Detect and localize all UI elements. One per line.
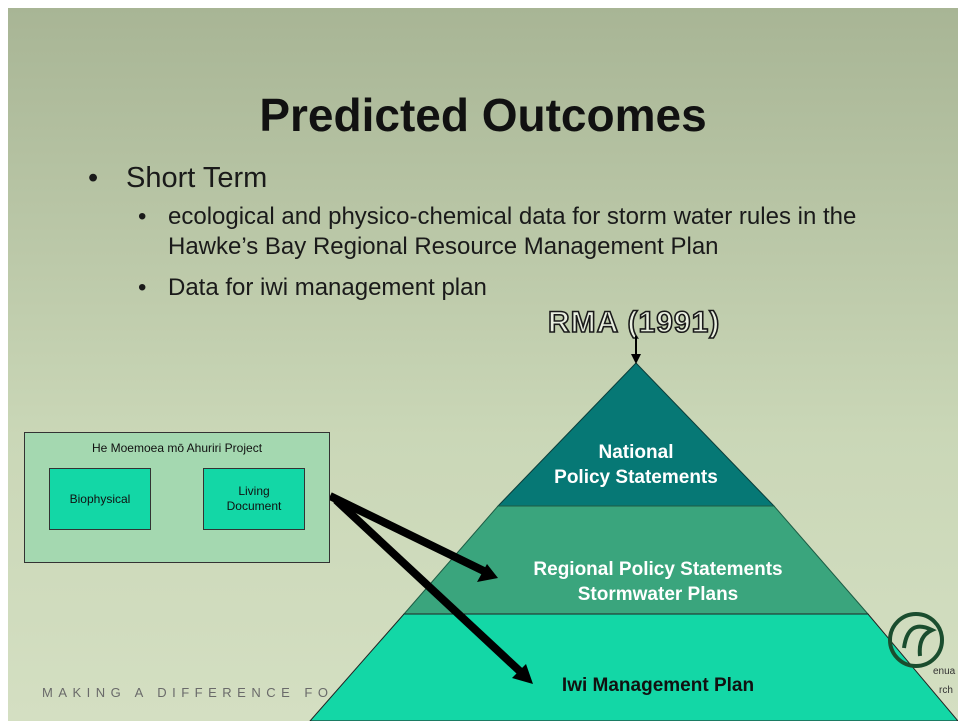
arrow-to-regional	[328, 492, 492, 578]
pyramid-level-iwi	[309, 613, 958, 721]
logo-text-2: rch	[939, 685, 953, 696]
level-national-line1: National	[598, 442, 674, 463]
biophysical-box: Biophysical	[49, 468, 151, 530]
living-document-line1: Living	[238, 484, 270, 498]
level-national-label: National Policy Statements	[518, 440, 754, 490]
logo-text-1: enua	[933, 666, 956, 677]
sub-bullet-dot: •	[138, 203, 147, 230]
biophysical-label: Biophysical	[69, 491, 131, 506]
pyramid-diagram	[97, 336, 958, 721]
living-document-line2: Document	[226, 499, 282, 513]
sub-bullet-dot: •	[138, 274, 147, 301]
project-title: He Moemoea mō Ahuriri Project	[91, 441, 263, 455]
level-iwi-label: Iwi Management Plan	[528, 673, 788, 698]
arrow-to-iwi	[333, 497, 528, 679]
level-regional-label: Regional Policy Statements Stormwater Pl…	[498, 557, 818, 607]
level-iwi-line1: Iwi Management Plan	[561, 675, 755, 696]
sub-bullet-text: ecological and physico-chemical data for…	[168, 203, 857, 260]
living-document-box: Living Document	[203, 468, 305, 530]
slide-title: Predicted Outcomes	[259, 89, 707, 141]
footer-tagline: MAKING A DIFFERENCE FO	[42, 685, 334, 700]
rma-label: RMA (1991)	[547, 305, 721, 340]
logo-swirl	[888, 612, 944, 668]
level-regional-line2: Stormwater Plans	[577, 584, 739, 605]
slide: Predicted Outcomes • Short Term • ecolog…	[8, 8, 958, 721]
level-national-line2: Policy Statements	[554, 467, 718, 488]
project-panel: He Moemoea mō Ahuriri Project Biophysica…	[24, 432, 330, 563]
rma-arrowhead	[631, 354, 641, 364]
arrowhead-iwi	[512, 664, 533, 684]
bullet-text: Short Term	[126, 162, 268, 194]
level-regional-line1: Regional Policy Statements	[533, 559, 783, 580]
bullet-dot: •	[88, 162, 99, 194]
arrowhead-regional	[477, 564, 498, 582]
sub-bullet-text: Data for iwi management plan	[168, 274, 487, 301]
